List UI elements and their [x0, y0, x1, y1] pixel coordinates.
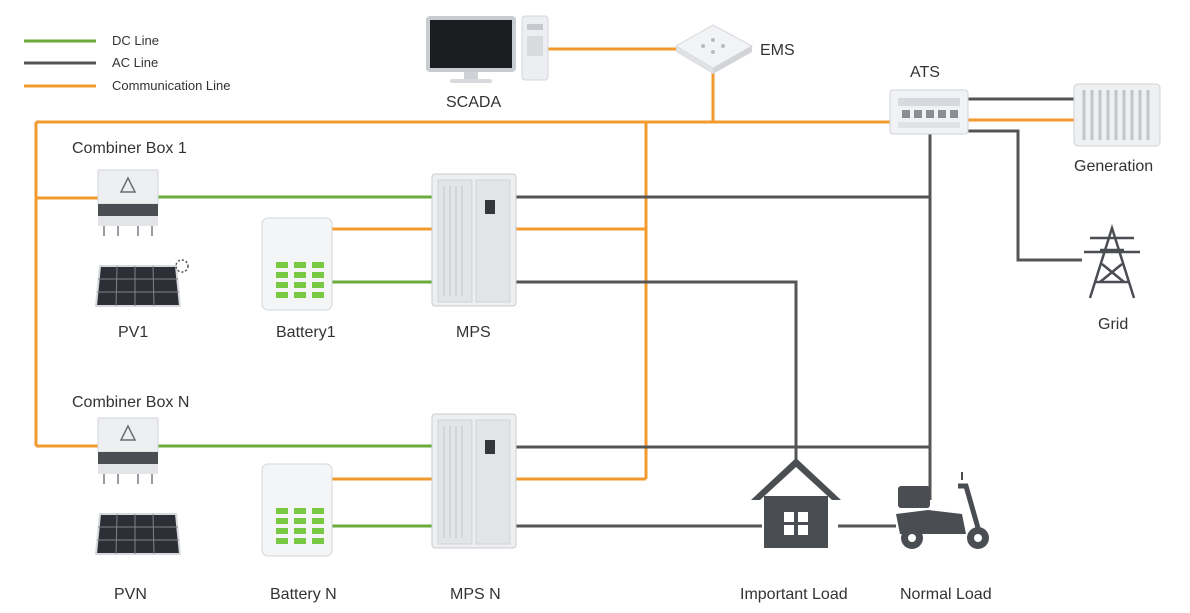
ats-icon: [889, 89, 969, 135]
generation-icon: [1073, 83, 1161, 147]
pv1-panel-icon: [94, 259, 189, 307]
house-icon: [751, 458, 841, 548]
mps-n-cabinet-icon: [431, 413, 517, 549]
legend-dc-label: DC Line: [112, 33, 159, 48]
battery-n-label: Battery N: [270, 586, 337, 603]
combiner-box-n-label: Combiner Box N: [72, 394, 190, 411]
combiner-box-n-icon: [97, 417, 159, 484]
combiner-box-1-icon: [97, 169, 159, 236]
battery1-label: Battery1: [276, 324, 336, 341]
combiner-box-1-label: Combiner Box 1: [72, 140, 187, 157]
scooter-icon: [896, 472, 989, 549]
legend: [24, 39, 96, 88]
grid-tower-icon: [1084, 223, 1140, 299]
important-load-label: Important Load: [740, 586, 848, 603]
normal-load-label: Normal Load: [900, 586, 992, 603]
mps-n-label: MPS N: [450, 586, 501, 603]
scada-label: SCADA: [446, 94, 502, 111]
grid-label: Grid: [1098, 316, 1129, 333]
ems-label: EMS: [760, 42, 795, 59]
legend-comm-label: Communication Line: [112, 78, 231, 93]
mps-label: MPS: [456, 324, 491, 341]
pvn-label: PVN: [114, 586, 147, 603]
communication-lines: [34, 47, 1074, 481]
dc-lines: [158, 195, 432, 528]
mps-cabinet-icon: [431, 173, 517, 307]
ac-lines: [515, 97, 1082, 528]
scada-icon: [426, 15, 549, 83]
battery1-icon: [261, 217, 333, 311]
ems-icon: [675, 24, 754, 74]
battery-n-icon: [261, 463, 333, 557]
ats-label: ATS: [910, 64, 940, 81]
pv1-label: PV1: [118, 324, 149, 341]
generation-label: Generation: [1074, 158, 1154, 175]
pvn-panel-icon: [94, 513, 182, 555]
legend-ac-label: AC Line: [112, 55, 159, 70]
